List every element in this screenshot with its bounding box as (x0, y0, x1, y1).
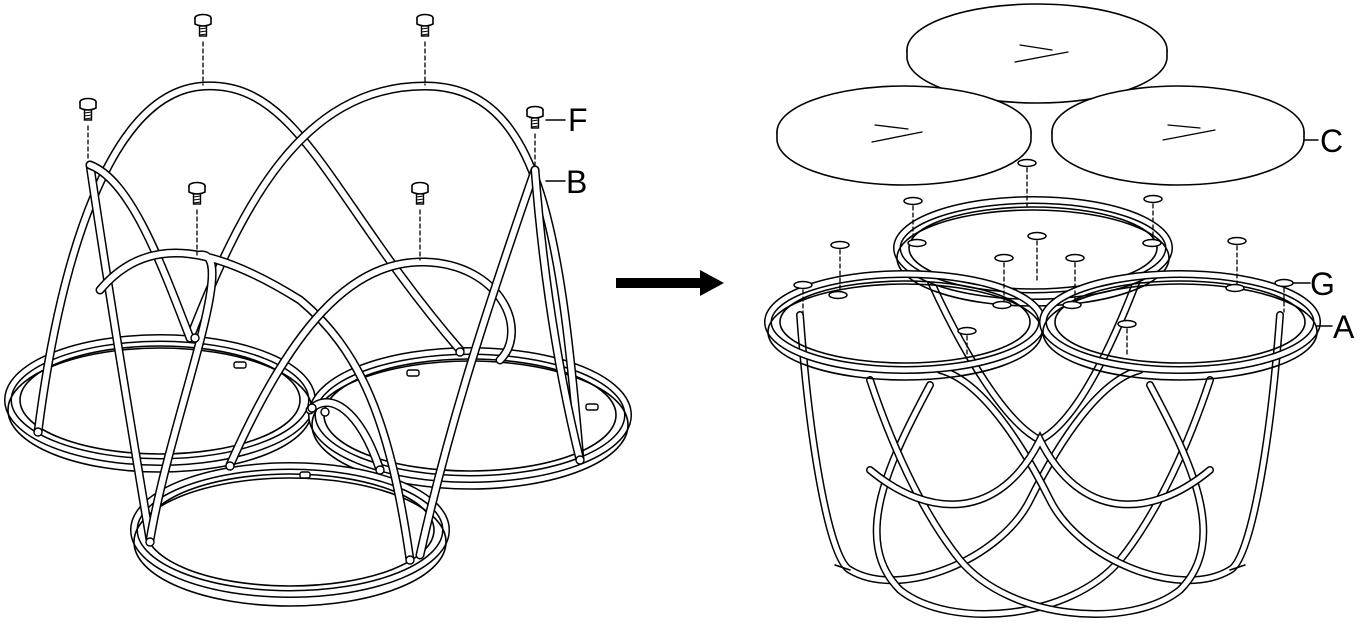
bolts-F (79, 13, 544, 261)
top-ring-back (893, 196, 1173, 307)
pads-G (793, 158, 1294, 359)
callout-F: F (568, 102, 588, 138)
top-ring-right (1039, 270, 1321, 381)
ring-brackets (33, 333, 599, 565)
frame-tubes (33, 81, 585, 565)
left-frame-assembly (4, 13, 632, 607)
callout-B: B (566, 164, 587, 200)
right-arrow-icon (616, 270, 724, 296)
base-ring-front (130, 462, 450, 607)
top-ring-left (764, 270, 1046, 381)
callout-C: C (1320, 123, 1343, 159)
callout-G: G (1310, 266, 1335, 302)
glass-tops-C (776, 3, 1319, 186)
callout-A: A (1333, 309, 1355, 345)
right-frame-assembly (764, 3, 1333, 618)
